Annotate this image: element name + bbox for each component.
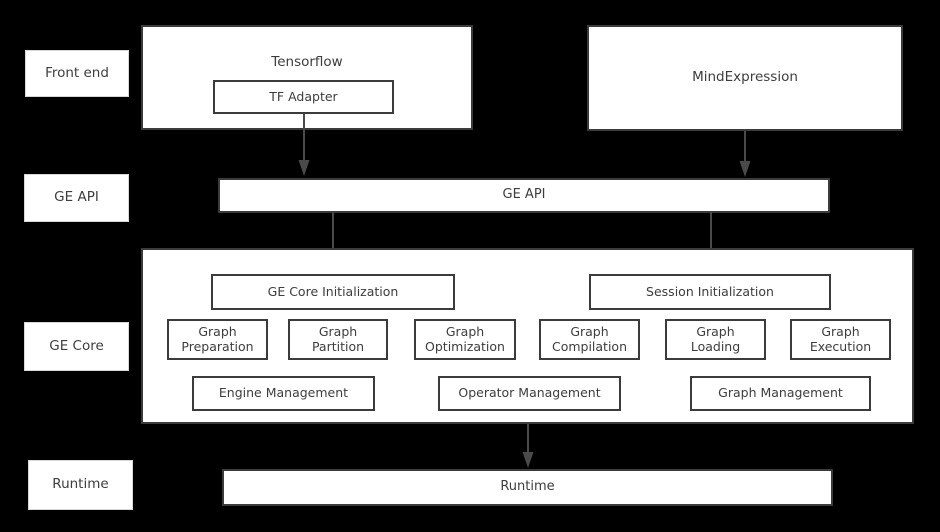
runtime-bar: Runtime [222, 469, 833, 506]
graph-loading-box: Graph Loading [665, 319, 766, 360]
ge-api-bar: GE API [218, 178, 830, 213]
session-initialization-box: Session Initialization [589, 274, 831, 310]
ge-core-initialization-box: GE Core Initialization [211, 274, 455, 310]
layer-label-ge-api: GE API [24, 174, 129, 222]
arrow-mindexpression-to-ge-api [737, 131, 757, 179]
layer-label-ge-core: GE Core [24, 322, 129, 371]
operator-management-box: Operator Management [438, 376, 621, 411]
mindexpression-container: MindExpression [587, 25, 903, 131]
layer-label-front-end: Front end [25, 50, 129, 97]
engine-management-box: Engine Management [192, 376, 375, 411]
graph-partition-box: Graph Partition [288, 319, 388, 360]
arrow-ge-core-to-runtime [520, 424, 540, 470]
graph-compilation-box: Graph Compilation [539, 319, 640, 360]
graph-execution-box: Graph Execution [790, 319, 891, 360]
graph-management-box: Graph Management [690, 376, 871, 411]
graph-optimization-box: Graph Optimization [414, 319, 516, 360]
layer-label-runtime: Runtime [28, 460, 133, 510]
tf-adapter-box: TF Adapter [213, 80, 394, 114]
graph-preparation-box: Graph Preparation [167, 319, 268, 360]
arrow-tf-adapter-to-ge-api [296, 114, 316, 178]
